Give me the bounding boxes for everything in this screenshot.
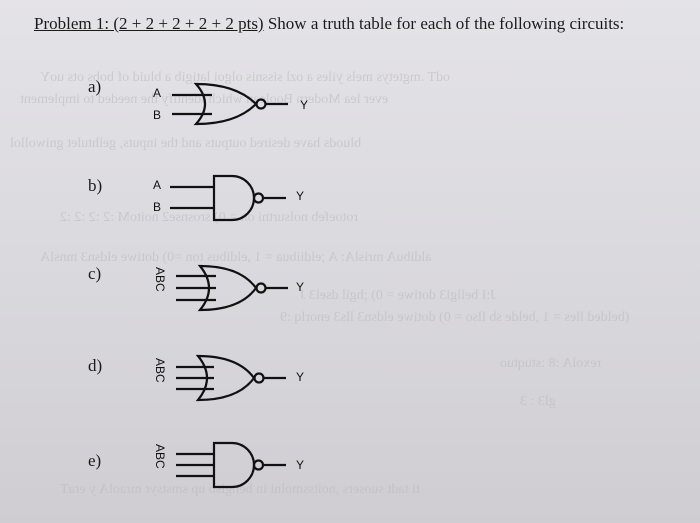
problem-heading: Problem 1: (2 + 2 + 2 + 2 + 2 pts) (34, 14, 264, 33)
circuit-d-output: Y (296, 370, 305, 384)
circuit-a-input-b: B (153, 108, 162, 122)
circuit-a-input-a: A (153, 86, 162, 100)
circuit-b-output: Y (296, 189, 305, 203)
problem-instructions: Show a truth table for each of the follo… (263, 14, 625, 33)
circuit-e-output: Y (296, 458, 305, 472)
circuit-a-output: Y (300, 98, 309, 112)
circuit-b-input-a: A (153, 178, 162, 192)
circuit-b-input-b: B (153, 200, 162, 214)
circuit-e-label: e) (88, 451, 102, 470)
circuit-d-label: d) (88, 356, 103, 375)
problem-statement: Problem 1: (2 + 2 + 2 + 2 + 2 pts) Show … (34, 14, 624, 34)
circuit-b-label: b) (88, 176, 103, 195)
circuit-c-label: c) (88, 264, 102, 283)
circuit-c-output: Y (296, 280, 305, 294)
circuit-a-label: a) (88, 77, 102, 96)
